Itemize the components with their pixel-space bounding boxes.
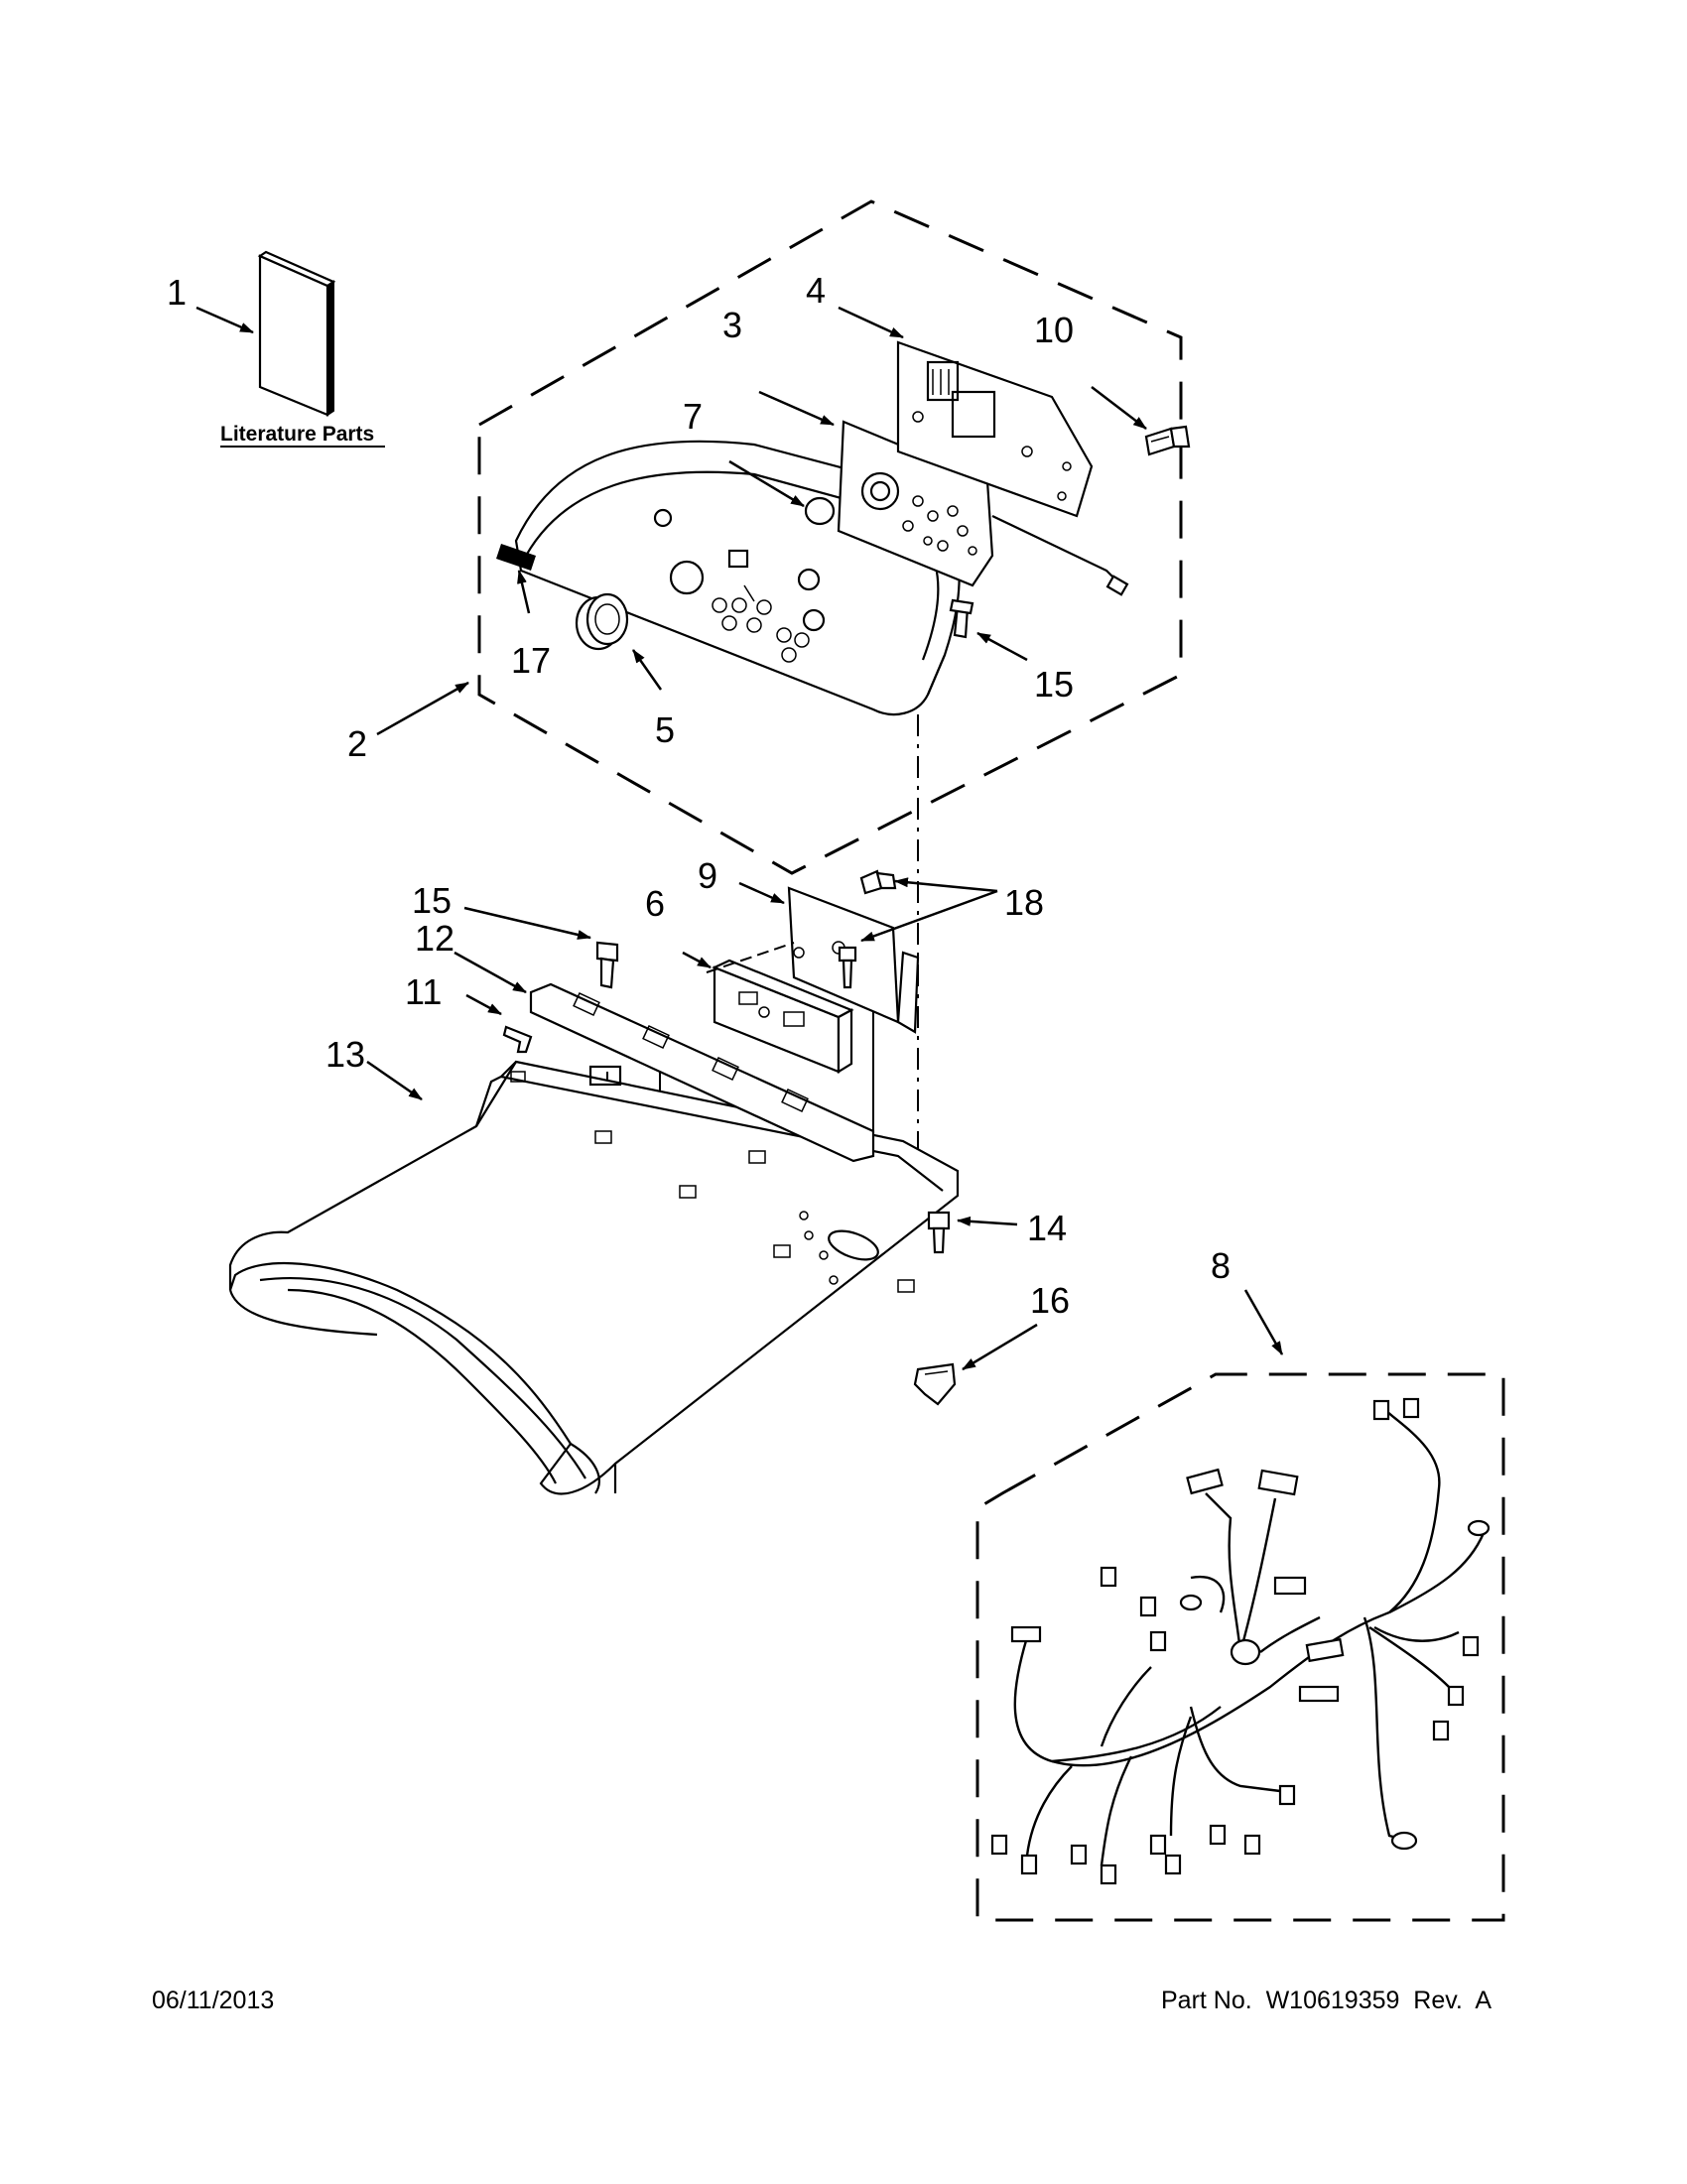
callout-3: 3 (722, 305, 742, 345)
hex-key (502, 1025, 533, 1054)
arrow-10 (1091, 386, 1147, 430)
callout-10: 10 (1034, 310, 1074, 350)
callout-14: 14 (1027, 1208, 1067, 1248)
callout-5: 5 (655, 709, 675, 750)
arrow-17 (517, 570, 531, 614)
callout-15-lower: 15 (412, 880, 452, 921)
callout-9: 9 (698, 855, 717, 896)
callout-15-upper: 15 (1034, 664, 1074, 705)
literature-parts-label: Literature Parts (220, 423, 374, 446)
callout-4: 4 (806, 270, 826, 311)
callout-7: 7 (683, 396, 703, 437)
arrow-12 (454, 951, 527, 994)
callout-6: 6 (645, 883, 665, 924)
selector-knob (575, 592, 629, 651)
bracket-screw-upper (859, 869, 897, 895)
panel-screw (927, 1211, 951, 1254)
callout-13: 13 (325, 1034, 365, 1075)
arrow-7 (728, 459, 805, 508)
arrow-18-lower (860, 889, 998, 943)
arrow-6 (682, 951, 712, 969)
literature-booklet (257, 250, 336, 417)
console-assembly-boundary (477, 199, 1183, 875)
wire-harness-boundary (975, 1372, 1505, 1922)
callout-17: 17 (511, 640, 551, 681)
top-panel (228, 1060, 960, 1495)
board-wire (991, 515, 1122, 586)
board-screw (1144, 425, 1191, 456)
console-screw (949, 598, 974, 639)
arrow-1 (195, 306, 254, 334)
board-wire-connector (1105, 575, 1129, 596)
wire-harness (990, 1397, 1491, 1885)
arrow-15-upper (976, 631, 1028, 662)
arrow-18-upper (894, 877, 998, 893)
arrow-4 (838, 306, 904, 339)
bracket-screw-lower (838, 946, 857, 989)
main-control-board (896, 340, 1094, 518)
arrow-11 (465, 993, 502, 1016)
control-module (712, 959, 854, 1074)
arrow-8 (1243, 1289, 1284, 1355)
callout-16: 16 (1030, 1280, 1070, 1321)
arrow-2 (376, 681, 469, 736)
arrow-13 (366, 1060, 423, 1101)
arrow-14 (957, 1216, 1018, 1226)
arrow-9 (738, 881, 785, 905)
arrow-15-lower (463, 906, 591, 940)
callout-18: 18 (1004, 882, 1044, 923)
callout-2: 2 (347, 723, 367, 764)
footer-date: 06/11/2013 (152, 1987, 275, 2014)
mounting-clip (913, 1362, 957, 1406)
callout-12: 12 (415, 918, 454, 959)
ui-control-board (837, 420, 994, 587)
footer-part-number: Part No. W10619359 Rev. A (1161, 1987, 1492, 2014)
arrow-3 (758, 390, 835, 427)
arrow-16 (962, 1323, 1038, 1371)
hinge-strip (529, 982, 875, 1163)
callout-8: 8 (1211, 1245, 1231, 1286)
module-leader-line (706, 942, 795, 973)
arrow-5 (631, 649, 663, 691)
callout-1: 1 (167, 272, 187, 313)
hinge-screw (595, 941, 619, 989)
callout-11: 11 (405, 971, 442, 1012)
brand-logo-badge (496, 544, 536, 571)
encoder-disc (804, 496, 836, 526)
